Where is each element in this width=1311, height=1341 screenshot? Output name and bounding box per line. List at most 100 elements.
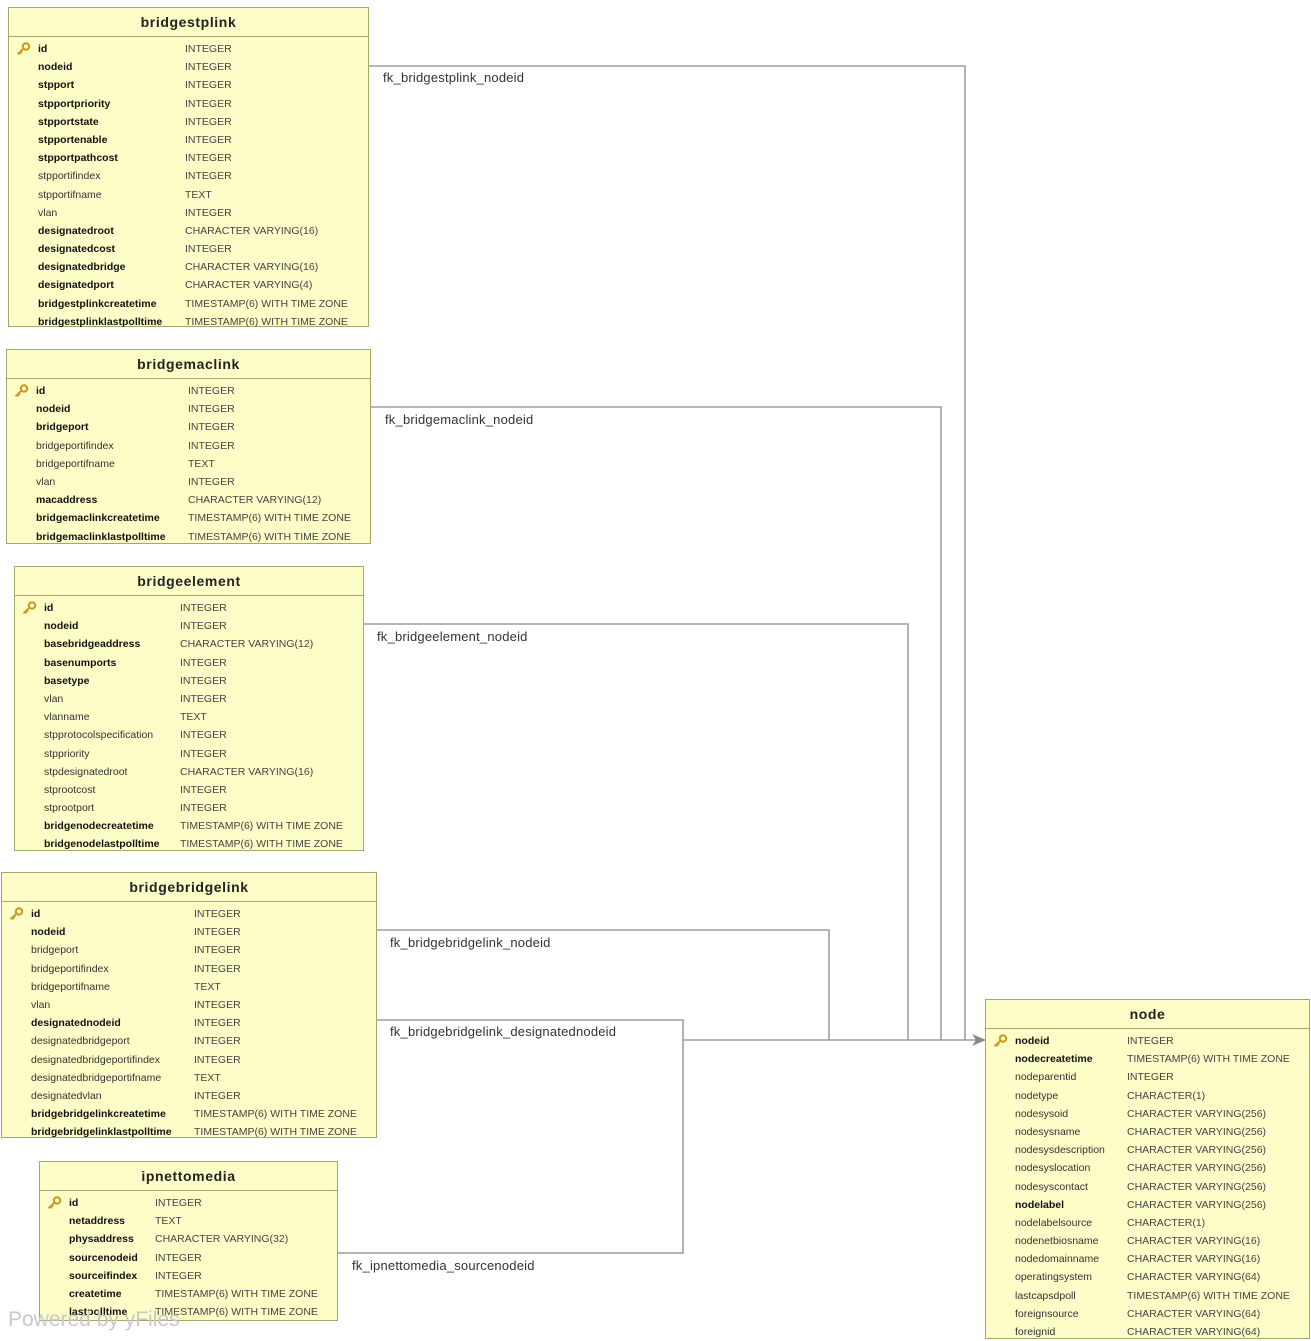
column-name: nodesysoid bbox=[1015, 1107, 1069, 1120]
column-type: CHARACTER VARYING(256) bbox=[1127, 1107, 1267, 1120]
edge-ipnettomedia-node bbox=[337, 1040, 684, 1254]
column-type: INTEGER bbox=[188, 439, 235, 452]
column-type: TIMESTAMP(6) WITH TIME ZONE bbox=[155, 1287, 318, 1300]
column-name: nodelabel bbox=[1015, 1198, 1065, 1211]
column-type: CHARACTER VARYING(32) bbox=[155, 1233, 289, 1246]
table-row[interactable]: physaddress CHARACTER VARYING(32) bbox=[40, 1230, 337, 1248]
table-title: ipnettomedia bbox=[40, 1162, 337, 1191]
column-name: nodeid bbox=[1015, 1035, 1050, 1047]
fk-label-ipnettomedia: fk_ipnettomedia_sourcenodeid bbox=[352, 1258, 535, 1273]
column-name: physaddress bbox=[69, 1233, 134, 1246]
column-type: TEXT bbox=[180, 711, 207, 724]
column-type: INTEGER bbox=[180, 620, 227, 633]
column-type: CHARACTER VARYING(16) bbox=[1127, 1235, 1261, 1248]
column-type: CHARACTER(1) bbox=[1127, 1216, 1206, 1229]
column-name: designatedport bbox=[38, 279, 114, 292]
table-row[interactable]: nodesysoid CHARACTER VARYING(256) bbox=[986, 1105, 1309, 1123]
column-type: INTEGER bbox=[185, 43, 232, 55]
edge-bridgebridgelink-designated-node bbox=[376, 1019, 684, 1040]
